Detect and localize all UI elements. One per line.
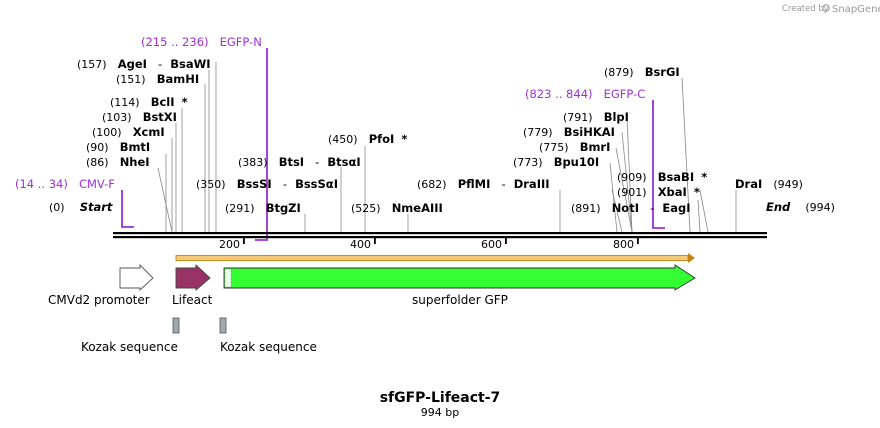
site-bsssi[interactable]: (350) BssSI - BssSαI xyxy=(196,173,338,192)
site-bpu10i[interactable]: (773) Bpu10I xyxy=(513,151,599,170)
site-btgzi[interactable]: (291) BtgZI xyxy=(225,197,301,216)
site-xbai[interactable]: (901) XbaI * xyxy=(617,181,700,200)
site-agei[interactable]: (157) AgeI - BsaWI xyxy=(77,53,211,72)
snapgene-icon xyxy=(822,4,830,12)
site-pfoi[interactable]: (450) PfoI * xyxy=(328,128,407,147)
site-btsi[interactable]: (383) BtsI - BtsαI xyxy=(238,151,361,170)
feature-label-lifeact: Lifeact xyxy=(172,293,213,307)
site-nhei[interactable]: (86) NheI xyxy=(86,151,150,170)
snapgene-brand: SnapGene xyxy=(832,4,880,15)
site-bcli[interactable]: (114) BclI * xyxy=(110,91,188,110)
ruler: 200 400 600 800 xyxy=(219,238,639,251)
tick-400: 400 xyxy=(350,238,371,251)
feature-cmvd2-promoter[interactable] xyxy=(119,263,154,292)
feature-lifeact[interactable] xyxy=(175,263,211,291)
primer-egfp-n[interactable]: (215 .. 236) EGFP-N xyxy=(141,31,262,50)
site-bsrgi[interactable]: (879) BsrGI xyxy=(604,61,680,80)
site-nmeaiii[interactable]: (525) NmeAIII xyxy=(351,197,443,216)
tick-200: 200 xyxy=(219,238,240,251)
site-bstxi[interactable]: (103) BstXI xyxy=(102,106,177,125)
leader-lines xyxy=(157,62,737,233)
tick-600: 600 xyxy=(481,238,502,251)
site-bsihkai[interactable]: (779) BsiHKAI xyxy=(523,121,615,140)
site-drai[interactable]: DraI (949) xyxy=(735,173,803,192)
map-length: 994 bp xyxy=(421,406,459,419)
feature-label-kozak-1: Kozak sequence xyxy=(81,340,178,354)
orf-arrow[interactable] xyxy=(175,253,695,263)
site-pflmi[interactable]: (682) PflMI - DraIII xyxy=(417,173,550,192)
tick-800: 800 xyxy=(613,238,634,251)
snapgene-logo: SnapGene xyxy=(822,4,880,15)
site-end[interactable]: End (994) xyxy=(766,196,835,215)
feature-kozak-2[interactable] xyxy=(219,317,227,334)
dna-backbone xyxy=(113,232,767,239)
primer-cmv-f[interactable]: (14 .. 34) CMV-F xyxy=(15,173,115,192)
feature-superfolder-gfp[interactable] xyxy=(223,264,696,291)
site-noti[interactable]: (891) NotI - EagI xyxy=(571,197,690,216)
map-title: sfGFP-Lifeact-7 xyxy=(380,390,501,406)
site-xcmi[interactable]: (100) XcmI xyxy=(92,121,165,140)
site-bmri[interactable]: (775) BmrI xyxy=(539,136,610,155)
site-bamhi[interactable]: (151) BamHI xyxy=(116,68,199,87)
primer-markers xyxy=(121,48,665,241)
site-bmti[interactable]: (90) BmtI xyxy=(86,136,150,155)
site-start[interactable]: (0) Start xyxy=(49,196,113,215)
primer-egfp-c[interactable]: (823 .. 844) EGFP-C xyxy=(525,83,645,102)
feature-label-cmvd2: CMVd2 promoter xyxy=(48,293,150,307)
credit-text: Created by xyxy=(782,4,829,14)
feature-label-kozak-2: Kozak sequence xyxy=(220,340,317,354)
site-blpi[interactable]: (791) BlpI xyxy=(563,106,629,125)
feature-label-sfgfp: superfolder GFP xyxy=(412,293,508,307)
feature-kozak-1[interactable] xyxy=(172,317,180,334)
site-bsabi[interactable]: (909) BsaBI * xyxy=(617,166,707,185)
